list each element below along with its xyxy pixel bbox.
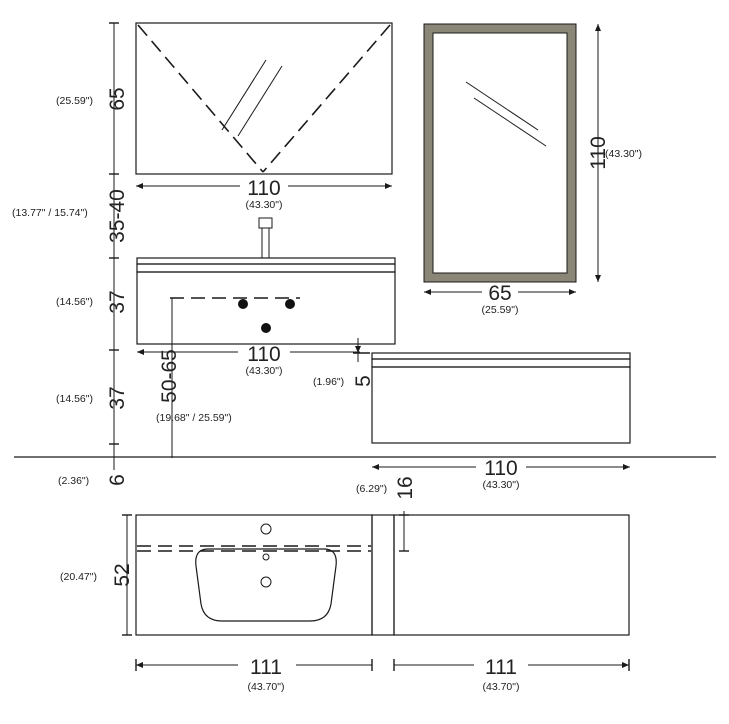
framed-mirror-glass: [432, 32, 568, 274]
gap-height-in: (13.77" / 15.74"): [12, 207, 88, 219]
mirror-cabinet-height-in: (25.59"): [56, 95, 93, 107]
mirror-cabinet-hinge-line-left: [137, 24, 264, 173]
top-view-vanity: [135, 514, 373, 636]
top-view-offset-cm: 16: [394, 476, 417, 499]
mirror-glare-line: [221, 59, 267, 131]
mirror-cabinet-width-in: (43.30"): [246, 199, 283, 211]
mirror-cabinet-hinge-line-right: [262, 24, 391, 173]
faucet-hole: [260, 523, 272, 535]
vanity-drawer-lip: [136, 263, 396, 273]
mirror-glare-line: [465, 81, 539, 131]
drain-height-dimension: 50-65 (19.68" / 25.59"): [156, 349, 232, 424]
side-cabinet-width-dimension: 110 (43.30"): [372, 457, 630, 491]
framed-mirror-height-dimension: 110 (43.30"): [587, 24, 642, 282]
vanity-front-view: [136, 217, 396, 458]
lower-gap-dimension: 37 (14.56"): [56, 350, 129, 445]
mirror-cabinet-height-cm: 65: [106, 87, 129, 110]
side-cabinet-lip: [371, 358, 631, 368]
mirror-cabinet-width-dimension: 110 (43.30"): [136, 177, 392, 211]
basin-drain: [260, 576, 272, 588]
top-view-left-width-dimension: 111 (43.70"): [135, 656, 373, 693]
vanity-drawer-front: [136, 271, 396, 345]
vanity-height-dimension: 37 (14.56"): [56, 258, 129, 351]
faucet-body: [261, 227, 270, 259]
floor-gap-cm: 6: [106, 474, 129, 486]
framed-mirror: [423, 23, 577, 283]
drain-height-cm: 50-65: [158, 349, 181, 403]
floor-gap-dimension: 6 (2.36"): [58, 444, 129, 487]
framed-mirror-height-in: (43.30"): [605, 148, 642, 160]
top-view-right-width-dimension: 111 (43.70"): [393, 656, 630, 693]
mirror-cabinet-height-dimension: 65 (25.59"): [56, 22, 129, 175]
top-view: [135, 514, 630, 636]
mirror-cabinet-width-cm: 110: [247, 177, 280, 200]
mirror-cabinet-outline: [135, 22, 393, 175]
top-view-side-cabinet: [393, 514, 630, 636]
side-cabinet-width-cm: 110: [484, 457, 517, 480]
side-cabinet-width-in: (43.30"): [483, 479, 520, 491]
drain-hole: [285, 299, 295, 309]
side-cabinet-top: [371, 352, 631, 360]
top-view-offset-dimension: 16 (6.29"): [356, 476, 417, 552]
mirror-glare-line: [473, 97, 547, 147]
drain-hole: [261, 323, 271, 333]
framed-mirror-width-dimension: 65 (25.59"): [424, 282, 576, 316]
framed-mirror-height-cm: 110: [587, 136, 610, 169]
vanity-width-dimension: 110 (43.30"): [137, 343, 360, 377]
sink-basin: [195, 548, 337, 622]
mirror-cabinet: [135, 22, 393, 175]
framed-mirror-width-in: (25.59"): [482, 304, 519, 316]
top-view-depth-in: (20.47"): [60, 571, 97, 583]
vanity-countertop: [136, 257, 396, 265]
side-cabinet: [371, 352, 631, 444]
top-view-left-width-cm: 111: [250, 656, 282, 679]
vanity-height-in: (14.56"): [56, 296, 93, 308]
faucet-spout: [258, 217, 273, 229]
framed-mirror-width-cm: 65: [488, 282, 511, 305]
mirror-glare-line: [237, 65, 283, 137]
side-cabinet-body: [371, 366, 631, 444]
lower-gap-height-in: (14.56"): [56, 393, 93, 405]
mirror-to-vanity-gap-dimension: 35-40 (13.77" / 15.74"): [12, 174, 129, 259]
top-view-depth-cm: 52: [111, 563, 134, 586]
top-view-offset-in: (6.29"): [356, 483, 387, 495]
vanity-height-cm: 37: [106, 290, 129, 313]
vanity-width-cm: 110: [247, 343, 280, 366]
top-view-right-width-in: (43.70"): [483, 681, 520, 693]
side-cabinet-top-dimension: 5 (1.96"): [313, 338, 375, 388]
top-view-right-width-cm: 111: [485, 656, 517, 679]
side-cabinet-top-cm: 5: [352, 375, 375, 387]
top-view-divider: [371, 514, 395, 636]
top-view-left-width-in: (43.70"): [248, 681, 285, 693]
side-cabinet-top-in: (1.96"): [313, 376, 344, 388]
drain-height-in: (19.68" / 25.59"): [156, 412, 232, 424]
overflow-hole: [262, 553, 270, 561]
top-view-depth-dimension: 52 (20.47"): [60, 514, 134, 636]
gap-height-cm: 35-40: [106, 189, 129, 243]
vanity-width-in: (43.30"): [246, 365, 283, 377]
lower-gap-height-cm: 37: [106, 386, 129, 409]
drain-hole: [238, 299, 248, 309]
floor-gap-in: (2.36"): [58, 475, 89, 487]
